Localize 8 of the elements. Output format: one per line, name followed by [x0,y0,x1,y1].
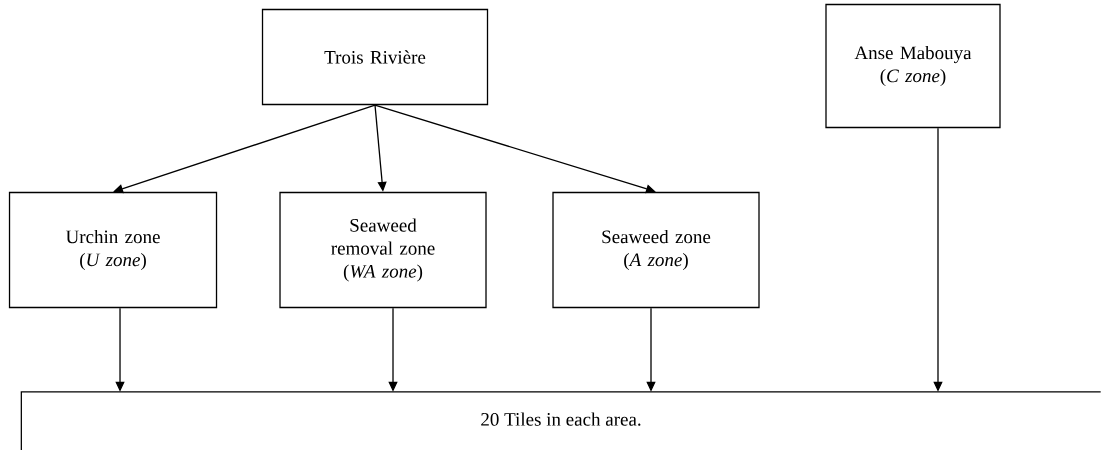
arrow [374,104,656,194]
arrow [113,104,376,194]
zone-box: Urchin zone (U zone) [8,191,218,309]
zone-box: Seaweed zone (A zone) [552,191,760,309]
zone-box: Seaweed removal zone (WA zone) [279,191,487,309]
area-box: 20 Tiles in each area. [20,391,1101,450]
zone-box: Anse Mabouya (C zone) [825,3,1001,129]
zone-box: Trois Rivière [261,8,489,106]
